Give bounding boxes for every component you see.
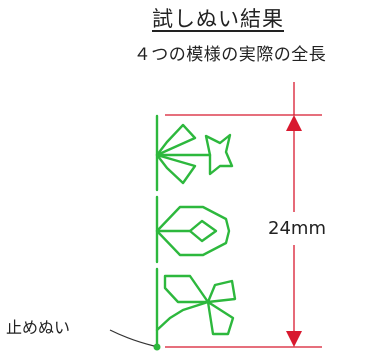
butterfly-pattern [155, 274, 237, 336]
dimension-label: 24mm [268, 218, 326, 239]
subtitle: ４つの模様の実際の全長 [133, 45, 327, 65]
stitch-patterns [153, 114, 237, 351]
tulip-pattern [155, 123, 234, 185]
arrow-up [286, 115, 302, 131]
stop-stitch-label: 止めぬい [6, 318, 71, 337]
dimension-indicator [165, 114, 322, 348]
arrow-down [286, 331, 302, 347]
stop-stitch-dot [153, 343, 161, 351]
leader-line [109, 329, 155, 347]
heart-pattern [155, 205, 231, 257]
title: 試しぬい結果 [152, 7, 284, 31]
